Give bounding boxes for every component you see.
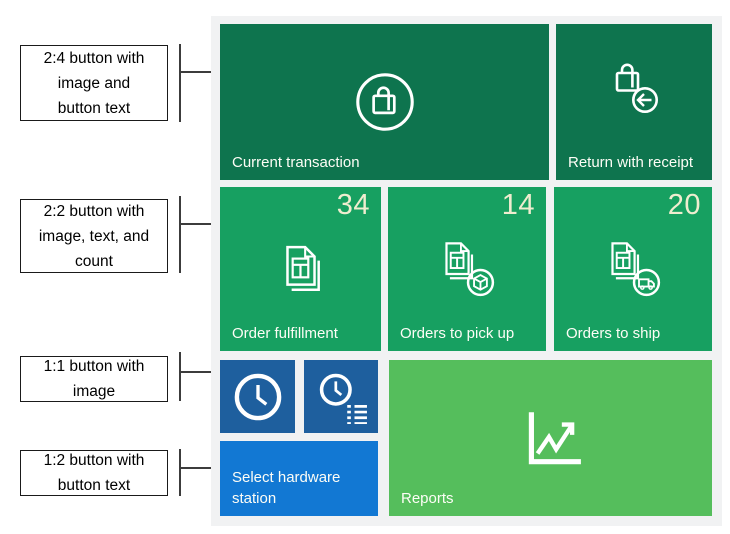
callout-1-2-button: 1:2 button with button text <box>20 450 168 496</box>
callout-label: 2:4 button with image and button text <box>43 49 145 117</box>
callout-label: 2:2 button with image, text, and count <box>38 202 150 270</box>
callout-1-1-button: 1:1 button with image <box>20 356 168 402</box>
tile-orders-to-ship[interactable]: 20 Orders to ship <box>554 187 712 351</box>
callout-connector-line <box>179 71 230 73</box>
tile-count: 20 <box>667 189 701 221</box>
tile-count: 34 <box>336 189 370 221</box>
stacked-documents-package-icon <box>388 187 546 351</box>
clock-icon <box>220 360 295 433</box>
tile-count: 14 <box>501 189 535 221</box>
tile-label: Current transaction <box>232 154 360 171</box>
shopping-bag-return-arrow-icon <box>556 24 712 180</box>
callout-connector-line <box>179 223 230 225</box>
callout-connector-line <box>179 196 181 273</box>
callout-label: 1:1 button with image <box>43 358 145 400</box>
callout-2-4-button: 2:4 button with image and button text <box>20 45 168 121</box>
tile-panel: Current transaction Return with receipt … <box>211 16 722 526</box>
tile-label: Select hardware station <box>232 469 341 507</box>
clock-with-list-icon <box>304 360 378 433</box>
stacked-documents-icon <box>220 187 381 351</box>
tile-label: Reports <box>401 490 454 507</box>
tile-label: Return with receipt <box>568 154 694 171</box>
tile-label: Orders to ship <box>566 325 661 342</box>
tile-return-with-receipt[interactable]: Return with receipt <box>556 24 712 180</box>
tile-clock-list[interactable] <box>304 360 378 433</box>
tile-label: Order fulfillment <box>232 325 338 342</box>
stacked-documents-truck-icon <box>554 187 712 351</box>
line-chart-arrow-icon <box>389 360 712 516</box>
tile-order-fulfillment[interactable]: 34 Order fulfillment <box>220 187 381 351</box>
callout-connector-line <box>179 449 181 496</box>
tile-clock[interactable] <box>220 360 295 433</box>
tile-label: Orders to pick up <box>400 325 515 342</box>
tile-reports[interactable]: Reports <box>389 360 712 516</box>
callout-label: 1:2 button with button text <box>43 452 145 494</box>
tile-select-hardware-station[interactable]: Select hardware station <box>220 441 378 516</box>
callout-2-2-button: 2:2 button with image, text, and count <box>20 199 168 273</box>
callout-connector-line <box>179 371 230 373</box>
tile-current-transaction[interactable]: Current transaction <box>220 24 549 180</box>
callout-connector-line <box>179 352 181 401</box>
tile-orders-to-pick-up[interactable]: 14 Orders to pick up <box>388 187 546 351</box>
callout-connector-line <box>179 467 230 469</box>
callout-connector-line <box>179 44 181 122</box>
shopping-bag-in-circle-icon <box>220 24 549 180</box>
